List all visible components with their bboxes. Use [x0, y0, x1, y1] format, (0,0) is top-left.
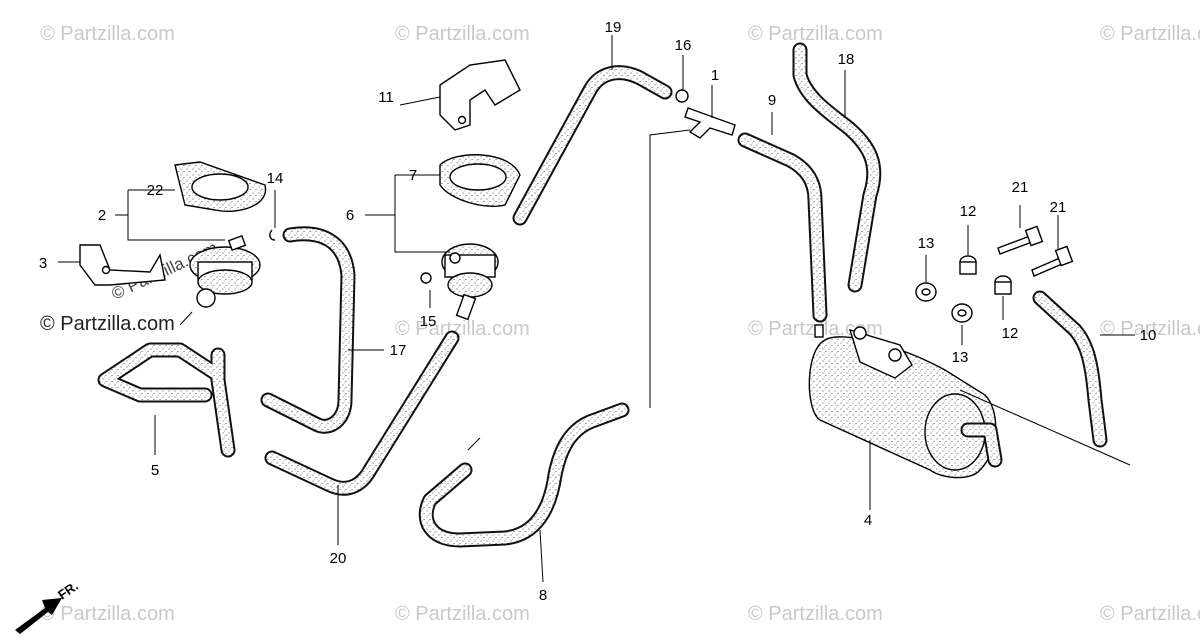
watermark-text: © Partzilla.com [40, 23, 175, 45]
callout-11[interactable]: 11 [378, 89, 394, 106]
callout-12a[interactable]: 12 [960, 203, 977, 220]
callout-13a[interactable]: 13 [918, 235, 935, 252]
watermark-text: © Partzilla.com [40, 603, 175, 625]
valve-2[interactable] [189, 235, 261, 308]
collar-12a[interactable] [959, 255, 977, 275]
hose-9[interactable] [737, 132, 828, 323]
callout-15[interactable]: 15 [420, 313, 437, 330]
arrow-icon [15, 598, 62, 634]
callout-12b[interactable]: 12 [1002, 325, 1019, 342]
bolt-21a[interactable] [997, 225, 1044, 255]
watermark-text: © Partzilla.com [395, 23, 530, 45]
clip-15[interactable] [420, 272, 432, 284]
callout-10[interactable]: 10 [1140, 327, 1157, 344]
valve-6[interactable] [441, 243, 499, 321]
hose-8[interactable] [418, 402, 630, 548]
callout-3[interactable]: 3 [39, 255, 47, 272]
holder-7[interactable] [439, 154, 521, 207]
watermarks: © Partzilla.com © Partzilla.com © Partzi… [40, 23, 1200, 625]
callout-14[interactable]: 14 [267, 170, 284, 187]
bolt-21b[interactable] [1031, 245, 1074, 277]
hose-19[interactable] [512, 65, 673, 226]
callout-16[interactable]: 16 [675, 37, 692, 54]
callout-22[interactable]: 22 [147, 182, 164, 199]
clip-14[interactable] [269, 229, 276, 241]
callout-2[interactable]: 2 [98, 207, 106, 224]
callout-21a[interactable]: 21 [1012, 179, 1029, 196]
watermark-text: © Partzilla.com [1100, 23, 1200, 45]
callout-5[interactable]: 5 [151, 462, 159, 479]
watermark-text-dark: © Partzilla.com [40, 313, 175, 335]
callouts: 1 2 3 4 5 6 7 8 9 10 11 12 12 13 13 14 1… [39, 19, 1157, 604]
hose-5[interactable] [97, 342, 236, 458]
watermark-text: © Partzilla.com [748, 23, 883, 45]
callout-1[interactable]: 1 [711, 67, 719, 84]
callout-18[interactable]: 18 [838, 51, 855, 68]
hose-18[interactable] [792, 42, 882, 293]
watermark-text: © Partzilla.com [748, 603, 883, 625]
callout-9[interactable]: 9 [768, 92, 776, 109]
holder-22[interactable] [174, 161, 267, 212]
callout-21b[interactable]: 21 [1050, 199, 1067, 216]
grommet-13b[interactable] [951, 303, 973, 323]
collar-12b[interactable] [994, 275, 1012, 295]
watermark-text: © Partzilla.com [395, 318, 530, 340]
bracket-11[interactable] [439, 59, 521, 131]
grommet-13a[interactable] [915, 282, 937, 302]
watermark-text: © Partzilla.com [1100, 603, 1200, 625]
callout-4[interactable]: 4 [864, 512, 872, 529]
callout-20[interactable]: 20 [330, 550, 347, 567]
clip-16[interactable] [675, 89, 689, 103]
bracket-3[interactable] [79, 244, 166, 286]
hose-17[interactable] [260, 226, 356, 434]
callout-13b[interactable]: 13 [952, 349, 969, 366]
callout-17[interactable]: 17 [390, 342, 407, 359]
watermark-text: © Partzilla.com [395, 603, 530, 625]
joint-1[interactable] [684, 107, 736, 139]
canister-4[interactable] [808, 324, 1003, 479]
callout-6[interactable]: 6 [346, 207, 354, 224]
leader-lines [58, 35, 1135, 583]
callout-19[interactable]: 19 [605, 19, 622, 36]
callout-8[interactable]: 8 [539, 587, 547, 604]
hose-20[interactable] [264, 330, 460, 496]
callout-7[interactable]: 7 [409, 167, 417, 184]
hose-10[interactable] [1032, 290, 1108, 448]
